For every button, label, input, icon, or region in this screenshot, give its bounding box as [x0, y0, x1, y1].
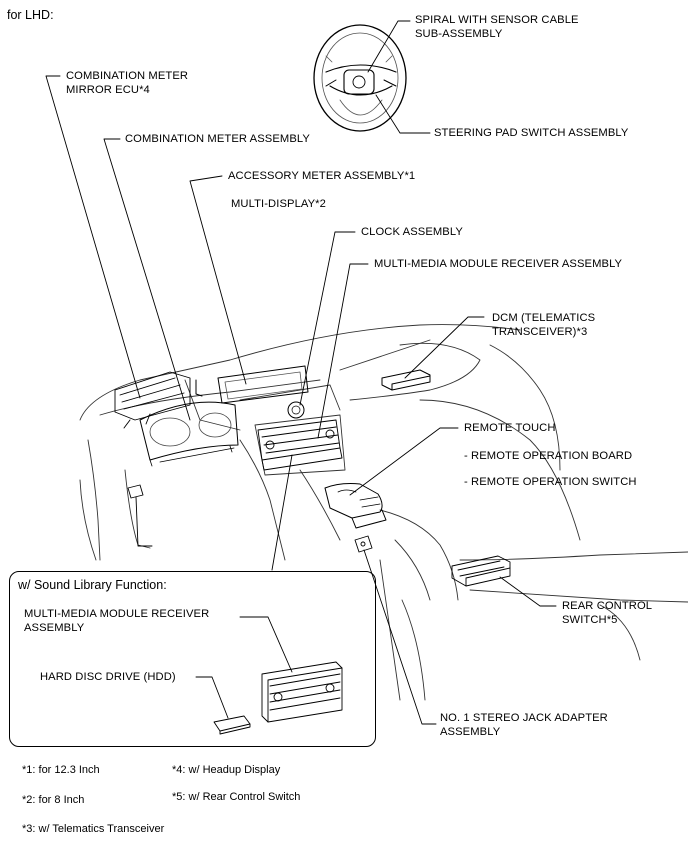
footnote-4: *4: w/ Headup Display	[172, 764, 281, 776]
dcm-illustration	[381, 369, 431, 391]
label-stereo-jack-adapter: NO. 1 STEREO JACK ADAPTER ASSEMBLY	[440, 712, 608, 738]
label-remote-operation-switch: - REMOTE OPERATION SWITCH	[464, 476, 637, 488]
label-mirror-ecu: COMBINATION METER MIRROR ECU*4	[66, 70, 189, 96]
multimedia-receiver-illustration	[257, 419, 343, 471]
label-dcm: DCM (TELEMATICS TRANSCEIVER)*3	[492, 312, 596, 338]
label-remote-touch: REMOTE TOUCH	[464, 422, 556, 434]
clock-illustration	[287, 401, 305, 419]
sound-library-inset: w/ Sound Library Function:	[9, 571, 376, 747]
dashboard-outline	[79, 324, 688, 701]
combination-meter-illustration	[139, 401, 239, 467]
footnote-1: *1: for 12.3 Inch	[22, 764, 100, 776]
multi-display-illustration	[195, 365, 309, 404]
footnote-3: *3: w/ Telematics Transceiver	[22, 823, 165, 835]
inset-label-multimedia-receiver: MULTI-MEDIA MODULE RECEIVER ASSEMBLY	[24, 608, 210, 634]
label-multimedia-receiver: MULTI-MEDIA MODULE RECEIVER ASSEMBLY	[374, 258, 623, 270]
label-combination-meter: COMBINATION METER ASSEMBLY	[125, 133, 310, 145]
remote-touch-illustration	[324, 483, 387, 529]
steering-wheel-illustration	[313, 24, 407, 132]
footnote-5: *5: w/ Rear Control Switch	[172, 791, 301, 803]
label-multi-display: MULTI-DISPLAY*2	[231, 198, 326, 210]
diagram-title: for LHD:	[7, 8, 54, 22]
stereo-jack-illustration	[354, 535, 373, 553]
footnote-2: *2: for 8 Inch	[22, 794, 85, 806]
label-clock: CLOCK ASSEMBLY	[361, 226, 463, 238]
label-remote-operation-board: - REMOTE OPERATION BOARD	[464, 450, 633, 462]
leader-lines	[45, 20, 557, 725]
inset-receiver-illustration	[239, 616, 343, 723]
inset-title: w/ Sound Library Function:	[18, 578, 167, 592]
label-steering-pad-switch: STEERING PAD SWITCH ASSEMBLY	[434, 127, 629, 139]
left-switch-illustration	[127, 484, 144, 499]
label-spiral-cable: SPIRAL WITH SENSOR CABLE SUB-ASSEMBLY	[415, 14, 579, 40]
inset-hdd-illustration	[195, 676, 251, 735]
rear-control-switch-illustration	[451, 555, 511, 587]
label-accessory-meter: ACCESSORY METER ASSEMBLY*1	[228, 170, 416, 182]
label-rear-control-switch: REAR CONTROL SWITCH*5	[562, 600, 653, 626]
mirror-ecu-illustration	[114, 371, 191, 429]
inset-label-hdd: HARD DISC DRIVE (HDD)	[40, 671, 176, 683]
